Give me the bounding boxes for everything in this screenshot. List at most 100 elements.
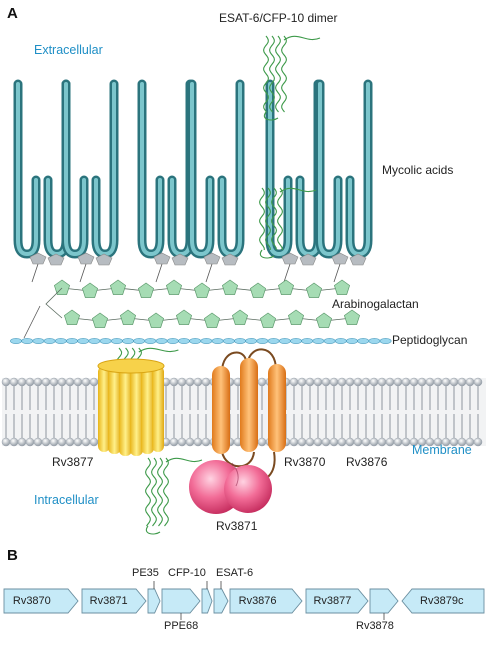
lipid-head xyxy=(18,438,26,446)
lipid-head xyxy=(34,438,42,446)
arabinogalactan-sugar xyxy=(334,280,349,295)
mycolic-acid-tube xyxy=(320,84,338,254)
lipid-head xyxy=(458,378,466,386)
gene-arrow-rv3878 xyxy=(370,589,398,613)
peptidoglycan-unit xyxy=(335,338,346,343)
arabinogalactan-sugar xyxy=(194,283,209,298)
arabinogalactan-sugar xyxy=(120,310,135,325)
extracellular-label: Extracellular xyxy=(34,44,103,57)
lipid-head xyxy=(170,438,178,446)
arabinogalactan-sugar xyxy=(64,310,79,325)
lipid-head xyxy=(26,378,34,386)
lipid-head xyxy=(82,378,90,386)
lipid-head xyxy=(442,378,450,386)
arabinogalactan-sugar xyxy=(166,280,181,295)
lipid-head xyxy=(378,438,386,446)
gene-arrow-cfp-10 xyxy=(202,589,212,613)
linker xyxy=(24,306,40,338)
rv3876-label: Rv3876 xyxy=(346,456,387,468)
peptidoglycan-unit xyxy=(324,338,335,343)
arabinogalactan-sugar xyxy=(316,313,331,328)
lipid-head xyxy=(298,378,306,386)
lipid-head xyxy=(66,378,74,386)
lipid-head xyxy=(10,378,18,386)
lipid-head xyxy=(50,378,58,386)
peptidoglycan-unit xyxy=(89,338,100,343)
lipid-head xyxy=(26,438,34,446)
mycolic-acid-tube xyxy=(192,84,210,254)
lipid-head xyxy=(370,378,378,386)
helix-strand xyxy=(282,36,287,112)
lipid-head xyxy=(354,378,362,386)
helix-strand xyxy=(158,458,163,526)
peptidoglycan-unit xyxy=(380,338,391,343)
rv3870-helices xyxy=(212,349,286,479)
lipid-head xyxy=(202,378,210,386)
mycolic-acid-tube xyxy=(350,84,368,254)
lipid-head xyxy=(378,378,386,386)
gene-arrow-esat-6 xyxy=(214,589,228,613)
peptidoglycan-unit xyxy=(268,338,279,343)
peptidoglycan-unit xyxy=(290,338,301,343)
lipid-head xyxy=(306,378,314,386)
lipid-head xyxy=(290,378,298,386)
lipid-head xyxy=(186,378,194,386)
lipid-head xyxy=(346,438,354,446)
mycolic-acid-layer xyxy=(18,84,368,282)
lipid-head xyxy=(386,378,394,386)
lipid-head xyxy=(354,438,362,446)
gene-label-ppe68: PPE68 xyxy=(164,621,198,632)
peptidoglycan-unit xyxy=(212,338,223,343)
helix-strand xyxy=(152,458,157,526)
arabinogalactan-sugar xyxy=(148,313,163,328)
lipid-head xyxy=(338,378,346,386)
peptidoglycan-unit xyxy=(246,338,257,343)
peptidoglycan-unit xyxy=(122,338,133,343)
arabinogalactan-sugar xyxy=(250,283,265,298)
peptidoglycan-unit xyxy=(313,338,324,343)
lipid-head xyxy=(90,378,98,386)
lipid-head xyxy=(306,438,314,446)
lipid-head xyxy=(202,438,210,446)
lipid-head xyxy=(402,438,410,446)
mycolic-acid-tube xyxy=(142,84,160,254)
lipid-head xyxy=(322,378,330,386)
dimer-tail xyxy=(284,36,320,40)
peptidoglycan-unit xyxy=(66,338,77,343)
lipid-head xyxy=(42,378,50,386)
arabinogalactan-sugar xyxy=(278,280,293,295)
linker xyxy=(206,264,212,282)
peptidoglycan-unit xyxy=(134,338,145,343)
lipid-head xyxy=(42,438,50,446)
lipid-head xyxy=(362,438,370,446)
mycolic-acid-tube xyxy=(172,84,190,254)
lipid-head xyxy=(402,378,410,386)
peptidoglycan-unit xyxy=(190,338,201,343)
lipid-head xyxy=(474,378,482,386)
lipid-head xyxy=(258,438,266,446)
lipid-head xyxy=(386,438,394,446)
rv3870-label: Rv3870 xyxy=(284,456,325,468)
gene-label-esat-6: ESAT-6 xyxy=(216,568,253,579)
esat-dimer-label: ESAT-6/CFP-10 dimer xyxy=(219,12,337,24)
peptidoglycan-unit xyxy=(234,338,245,343)
mycolic-acid-tube xyxy=(300,84,318,254)
peptidoglycan-unit xyxy=(279,338,290,343)
mycolic-acid-tube xyxy=(222,84,240,254)
peptidoglycan-unit xyxy=(346,338,357,343)
lipid-head xyxy=(322,438,330,446)
panel-b-label: B xyxy=(7,548,18,563)
lipid-head xyxy=(34,378,42,386)
lipid-head xyxy=(314,378,322,386)
mycolic-acids-label: Mycolic acids xyxy=(382,164,453,176)
arabinogalactan-chains xyxy=(24,280,360,338)
lipid-head xyxy=(178,438,186,446)
gene-label-rv3877: Rv3877 xyxy=(313,596,351,607)
lipid-head xyxy=(194,438,202,446)
mycolic-acid-tube xyxy=(96,84,114,254)
lipid-head xyxy=(290,438,298,446)
arabinogalactan-sugar xyxy=(54,280,69,295)
rv3877-label: Rv3877 xyxy=(52,456,93,468)
lipid-head xyxy=(58,378,66,386)
peptidoglycan-unit xyxy=(201,338,212,343)
